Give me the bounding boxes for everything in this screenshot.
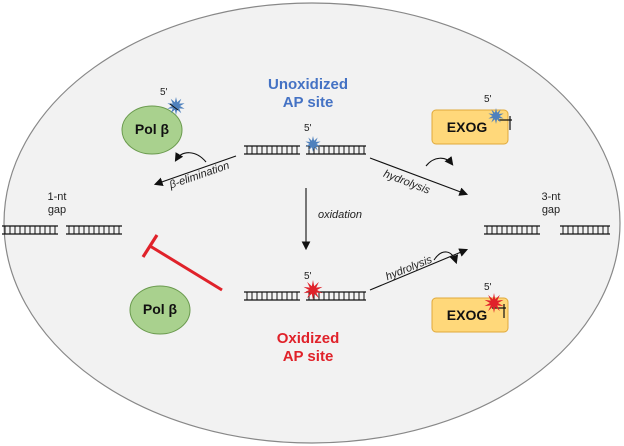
dna-gap3-right — [560, 225, 610, 235]
inhibition-bar — [149, 244, 223, 292]
prime-exog-bottom: 5' — [484, 282, 492, 293]
exog-top-strand — [498, 116, 512, 130]
beta-elimination-arrow — [153, 155, 237, 186]
dna-gap1-right — [66, 225, 122, 235]
hydrolysis-bottom-curve-arrow — [433, 251, 459, 265]
dna-unoxidized-left — [244, 145, 300, 155]
ap-site-star-unoxidized — [305, 136, 321, 152]
dna-layer — [2, 145, 610, 301]
polb-top-strand — [169, 103, 179, 111]
oxidized-ap-star-exog — [484, 293, 504, 313]
dna-gap3-left — [484, 225, 540, 235]
gap-right-label: 3-nt gap — [536, 191, 566, 217]
unoxidized-title-line1: Unoxidized — [267, 76, 348, 93]
exog-top-label: EXOG — [446, 119, 488, 135]
exog-bottom-label: EXOG — [446, 307, 488, 323]
exog-top-shape — [431, 109, 509, 145]
polb-top-shape — [121, 105, 183, 155]
prime-exog-top: 5' — [484, 94, 492, 105]
cell-ellipse — [3, 2, 621, 444]
oxidized-title: Oxidized AP site — [246, 330, 370, 366]
ap-site-star-polb-top — [167, 97, 185, 115]
gap-right-line1: 3-nt — [541, 191, 561, 203]
unoxidized-title: Unoxidized AP site — [246, 76, 370, 112]
unoxidized-title-line2: AP site — [282, 94, 334, 111]
dna-oxidized-left — [244, 291, 300, 301]
prime-unoxidized: 5' — [304, 123, 312, 134]
beta-elimination-curve-arrow — [174, 152, 207, 163]
hydrolysis-top-arrow — [369, 157, 469, 196]
oxidized-title-line2: AP site — [282, 348, 334, 365]
ap-site-star-exog-top — [488, 108, 504, 124]
gap-right-line2: gap — [541, 204, 561, 216]
exog-bottom-shape — [431, 297, 509, 333]
gap-left-line2: gap — [47, 204, 67, 216]
inhibition-bar-head — [141, 234, 159, 258]
star-layer — [167, 97, 504, 313]
polb-top-label: Pol β — [134, 121, 170, 137]
prime-oxidized: 5' — [304, 271, 312, 282]
polb-bottom-label: Pol β — [142, 301, 178, 317]
hydrolysis-top-curve-arrow — [425, 156, 454, 167]
prime-polb-top: 5' — [160, 87, 168, 98]
oxidized-title-line1: Oxidized — [276, 330, 340, 347]
dna-gap1-left — [2, 225, 58, 235]
oxidized-ap-star — [303, 280, 323, 300]
polb-bottom-shape — [129, 285, 191, 335]
gap-left-line1: 1-nt — [47, 191, 67, 203]
gap-left-label: 1-nt gap — [42, 191, 72, 217]
oxidation-label: oxidation — [318, 209, 363, 221]
